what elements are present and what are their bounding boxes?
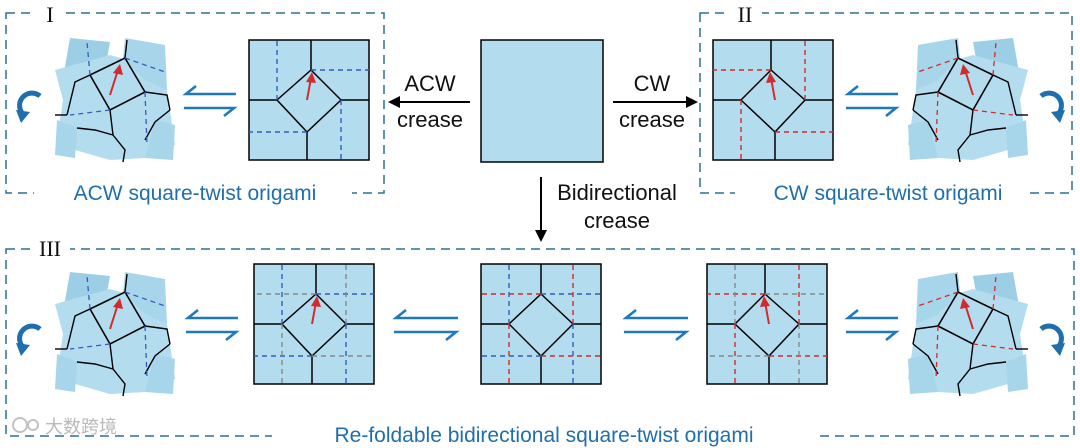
acw-crease-label: crease	[397, 107, 463, 132]
cw-label: CW	[634, 71, 671, 96]
bidirectional-label: Bidirectional	[557, 180, 677, 205]
panel-I-frame	[5, 12, 385, 194]
cw-crease-label: crease	[619, 107, 685, 132]
panel-III-caption: Re-foldable bidirectional square-twist o…	[334, 424, 753, 447]
panel-II-caption: CW square-twist origami	[774, 182, 1003, 205]
acw-crease-pattern	[248, 39, 370, 161]
bidirectional-crease-label: crease	[584, 208, 650, 233]
acw-label: ACW	[404, 71, 456, 96]
equilibrium-arrow-III-2	[392, 308, 460, 342]
rotate-acw-icon	[16, 90, 42, 123]
rotate-cw-icon	[1039, 90, 1065, 123]
panel-III-numeral: III	[39, 236, 61, 261]
bidirectional-cw-pattern	[706, 263, 828, 385]
bidirectional-flat-pattern	[480, 263, 602, 385]
cw-folded-model-III	[907, 271, 1029, 397]
acw-folded-model-I	[54, 37, 176, 163]
panel-I-numeral: I	[46, 2, 53, 27]
cw-folded-model-II	[907, 37, 1029, 163]
watermark-text: 大数跨境	[45, 417, 117, 438]
acw-folded-model-III	[54, 271, 176, 397]
equilibrium-arrow-I	[182, 84, 238, 118]
rotate-cw-icon-2	[1039, 323, 1065, 356]
rotate-acw-icon-2	[16, 323, 42, 356]
watermark: 大数跨境	[12, 417, 117, 438]
equilibrium-arrow-III-3	[622, 308, 690, 342]
equilibrium-arrow-III-1	[184, 308, 240, 342]
equilibrium-arrow-II	[844, 84, 900, 118]
blank-sheet	[480, 39, 604, 163]
bidirectional-acw-pattern	[253, 263, 375, 385]
equilibrium-arrow-III-4	[844, 308, 900, 342]
panel-II-numeral: II	[738, 2, 753, 27]
panel-I-caption: ACW square-twist origami	[74, 182, 317, 205]
cw-crease-pattern	[712, 39, 834, 161]
